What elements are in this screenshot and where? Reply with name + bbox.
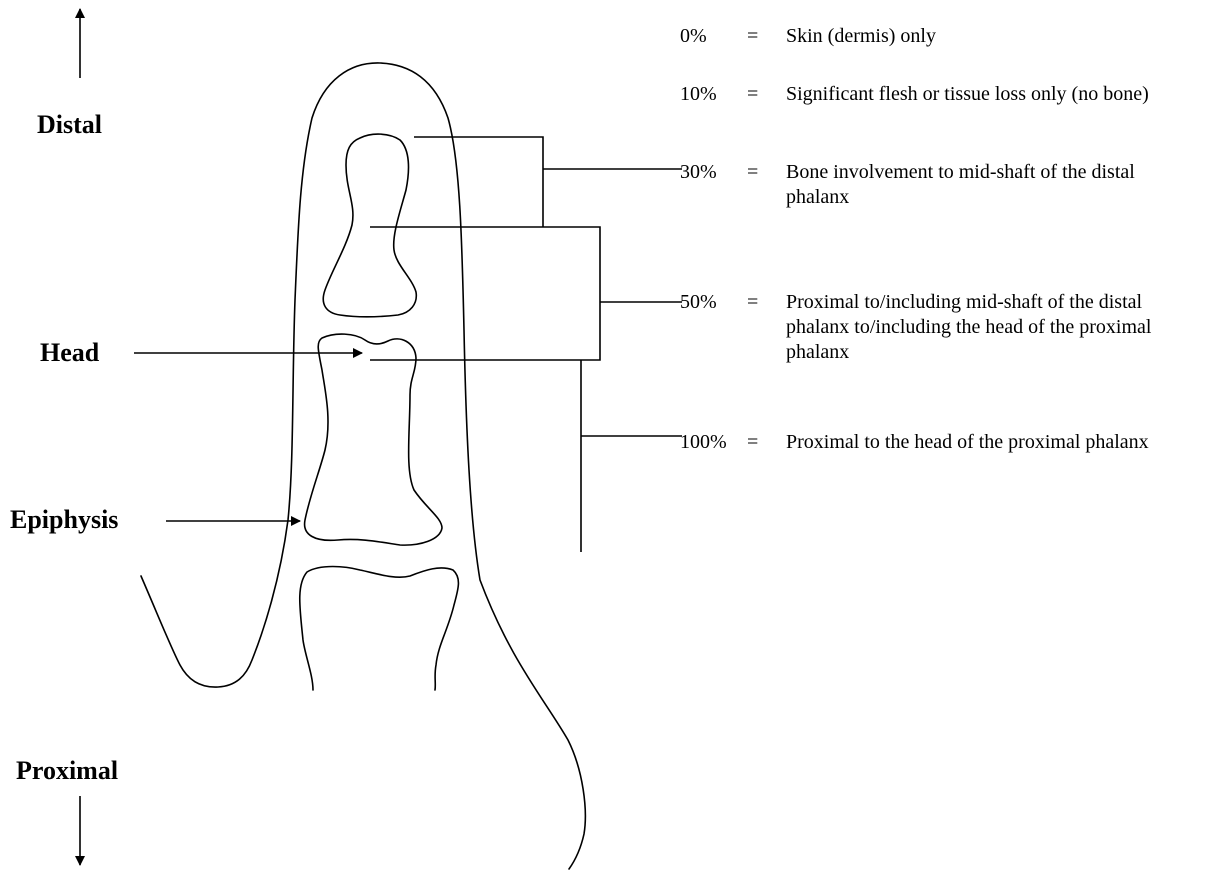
legend-percent: 100% <box>680 430 727 455</box>
legend-text: Significant flesh or tissue loss only (n… <box>786 82 1166 107</box>
finger-outline <box>141 63 585 869</box>
legend-text: Proximal to the head of the proximal pha… <box>786 430 1186 455</box>
epiphysis-label: Epiphysis <box>10 507 118 533</box>
legend-text: Bone involvement to mid-shaft of the dis… <box>786 160 1198 210</box>
head-label: Head <box>40 340 99 366</box>
middle-phalanx <box>305 334 442 545</box>
distal-phalanx <box>323 134 416 317</box>
legend-percent: 50% <box>680 290 717 315</box>
legend-percent: 0% <box>680 24 707 49</box>
legend-equals: = <box>747 24 758 49</box>
bracket-100-percent <box>581 360 682 552</box>
legend-text: Proximal to/including mid-shaft of the d… <box>786 290 1206 365</box>
legend-percent: 30% <box>680 160 717 185</box>
legend-text: Skin (dermis) only <box>786 24 1206 49</box>
proximal-phalanx-head <box>300 567 459 691</box>
distal-label: Distal <box>37 112 102 138</box>
legend-equals: = <box>747 290 758 315</box>
legend-percent: 10% <box>680 82 717 107</box>
legend-equals: = <box>747 430 758 455</box>
legend-equals: = <box>747 160 758 185</box>
proximal-label: Proximal <box>16 758 118 784</box>
legend-equals: = <box>747 82 758 107</box>
